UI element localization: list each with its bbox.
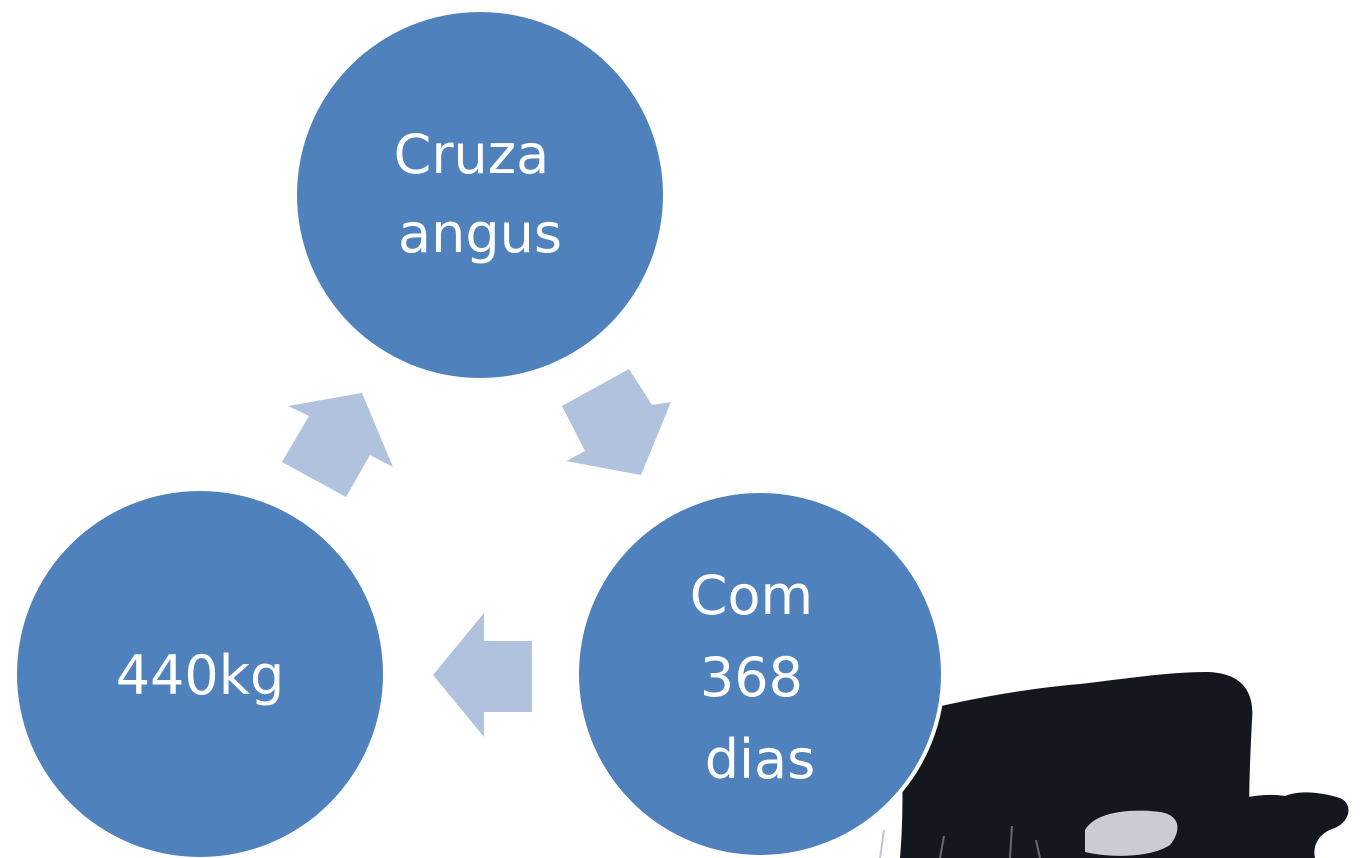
arrow-up-right-icon — [282, 393, 393, 497]
node-right-line-3: dias — [705, 728, 816, 791]
node-right-line-1: Com — [690, 564, 813, 627]
node-right-circle — [575, 489, 945, 858]
node-top-label: Cruza angus — [394, 123, 567, 265]
cattle-photo — [879, 672, 1349, 858]
calf-patch — [1085, 810, 1178, 856]
cycle-nodes — [17, 12, 945, 858]
node-top-line-1: Cruza — [394, 123, 550, 186]
node-labels: Cruza angus Com 368 dias 440kg — [116, 123, 831, 791]
node-top-line-2: angus — [398, 202, 562, 265]
cycle-arrows — [282, 369, 671, 737]
node-top-circle — [297, 12, 663, 378]
node-right-label: Com 368 dias — [690, 564, 831, 791]
node-left-label: 440kg — [116, 644, 285, 707]
arrow-right-down-icon — [562, 369, 671, 475]
node-right-line-2: 368 — [700, 646, 803, 709]
node-left-circle — [17, 491, 383, 857]
grass — [879, 825, 1041, 858]
arrow-left-icon — [433, 613, 532, 737]
